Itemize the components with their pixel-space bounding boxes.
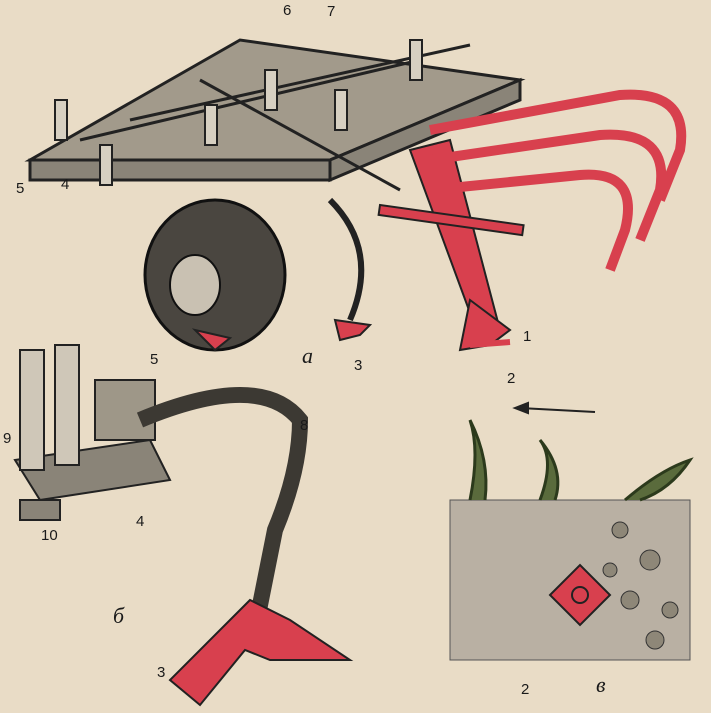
label-9: 9 bbox=[3, 430, 12, 447]
label-10: 10 bbox=[41, 527, 58, 544]
tine-assembly bbox=[13, 344, 309, 632]
panel-label-a: а bbox=[302, 343, 313, 368]
label-2c: 2 bbox=[521, 681, 530, 698]
springs bbox=[54, 39, 423, 186]
red-harrow-and-shank bbox=[191, 89, 687, 352]
panel-label-b: б bbox=[113, 603, 125, 628]
tine-shank bbox=[327, 197, 365, 322]
label-7: 7 bbox=[327, 3, 336, 20]
label-6: 6 bbox=[283, 2, 292, 19]
label-1: 1 bbox=[523, 328, 532, 345]
label-4: 4 bbox=[61, 176, 70, 193]
label-3: 3 bbox=[354, 357, 363, 374]
duckfoot-share bbox=[168, 598, 354, 707]
soil-section bbox=[449, 419, 694, 661]
label-5: 5 bbox=[16, 180, 25, 197]
label-8: 8 bbox=[300, 417, 309, 434]
label-2: 2 bbox=[507, 370, 516, 387]
label-4b: 4 bbox=[136, 513, 145, 530]
panel-label-v: в bbox=[596, 672, 606, 697]
label-5b: 5 bbox=[150, 351, 159, 368]
direction-arrow bbox=[512, 401, 596, 415]
label-3b: 3 bbox=[157, 664, 166, 681]
wheel bbox=[143, 198, 287, 352]
